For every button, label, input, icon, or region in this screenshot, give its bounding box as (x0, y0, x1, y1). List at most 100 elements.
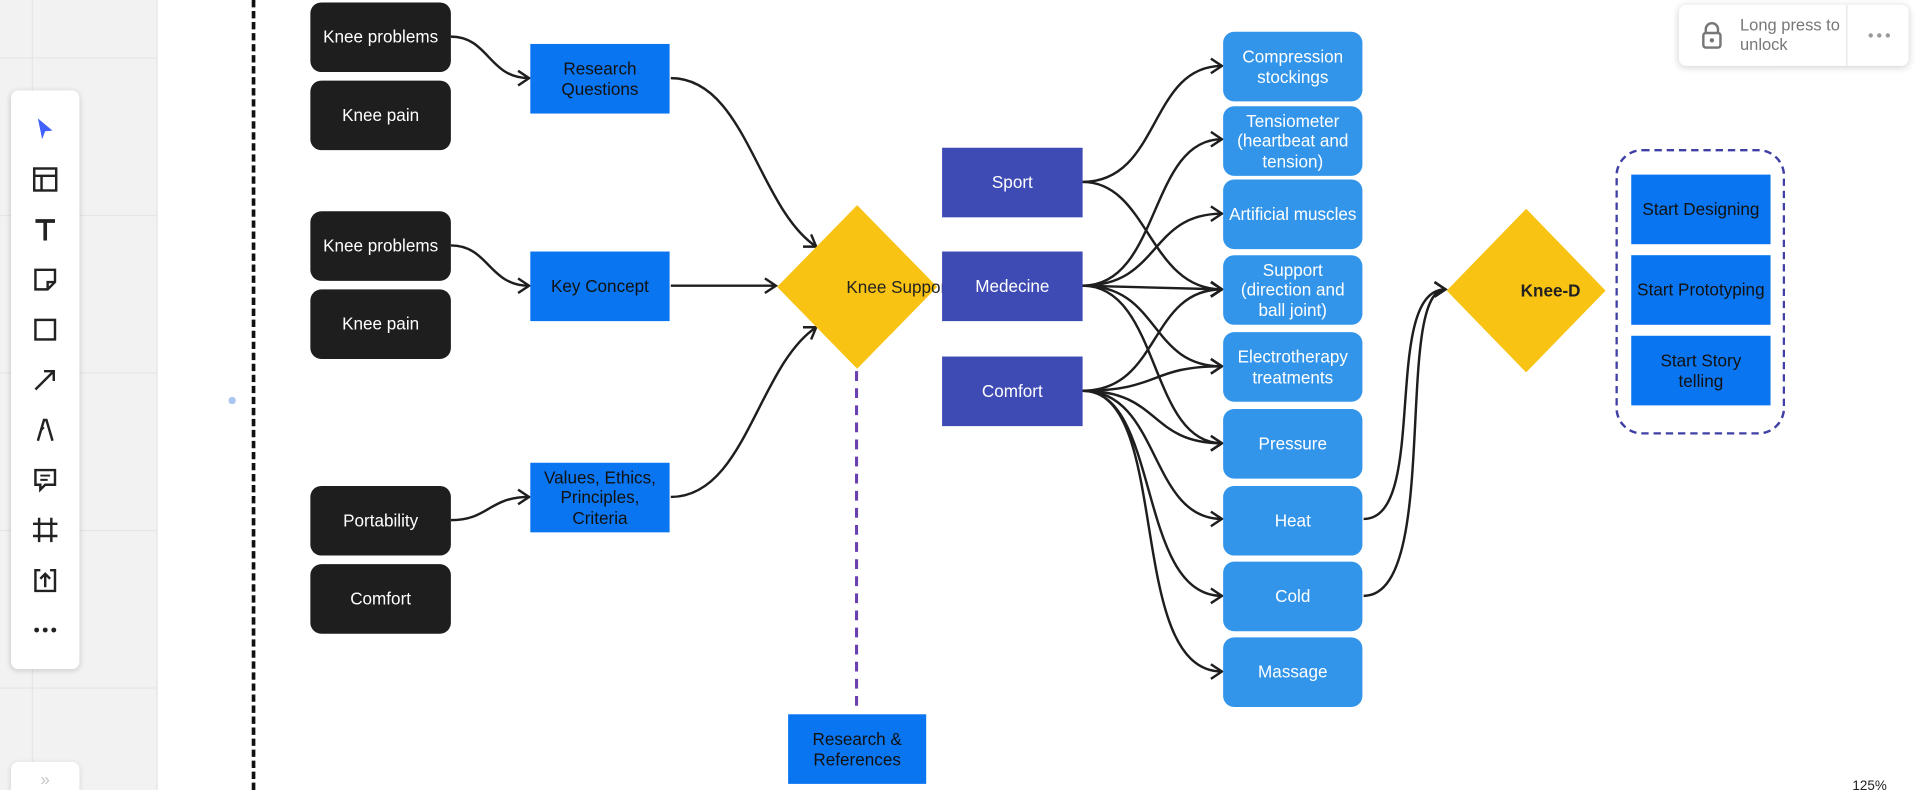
node-knee-pain-2[interactable]: Knee pain (310, 289, 451, 359)
more-dots-icon[interactable] (1867, 28, 1891, 43)
node-medecine[interactable]: Medecine (942, 251, 1083, 322)
connector-comfort-to-heat[interactable] (1082, 389, 1225, 528)
node-label: Portability (343, 510, 419, 531)
canvas-dot-marker (228, 396, 236, 405)
node-knee-problems-2[interactable]: Knee problems (310, 211, 451, 281)
more-dots-icon (34, 627, 57, 633)
node-key-concept[interactable]: Key Concept (530, 251, 670, 322)
node-label: Sport (991, 172, 1033, 193)
node-label: Cold (1275, 586, 1311, 606)
node-portability[interactable]: Portability (310, 485, 451, 556)
node-label: Research Questions (561, 58, 639, 99)
node-label: Pressure (1258, 433, 1328, 454)
node-start-designing[interactable]: Start Designing (1631, 174, 1771, 245)
node-label: Knee-D (1520, 280, 1581, 300)
node-knee-problems-1[interactable]: Knee problems (310, 2, 451, 73)
node-knee-pain-1[interactable]: Knee pain (310, 80, 451, 151)
node-start-prototyping[interactable]: Start Prototyping (1631, 255, 1771, 325)
node-heat[interactable]: Heat (1223, 485, 1363, 556)
connector-cold-to-knee-d[interactable] (1363, 281, 1448, 598)
node-tensiometer[interactable]: Tensiometer (heartbeat and tension) (1223, 106, 1363, 176)
arrow-line-icon (34, 369, 55, 391)
sticky-note-tool[interactable] (21, 259, 70, 301)
connector-medecine-to-electrotherapy[interactable] (1082, 284, 1225, 375)
toolbar-collapse-button[interactable]: » (10, 761, 80, 790)
node-cold[interactable]: Cold (1223, 561, 1363, 632)
node-label: Key Concept (550, 276, 649, 296)
node-values-ethics[interactable]: Values, Ethics, Principles, Criteria (530, 462, 670, 533)
more-tools[interactable] (21, 609, 70, 651)
connector-values-to-knee-support[interactable] (670, 326, 819, 499)
node-label: Knee pain (342, 105, 420, 125)
comment-tool[interactable] (21, 459, 70, 501)
node-label: Start Prototyping (1637, 279, 1765, 300)
upload-tool[interactable] (21, 559, 70, 601)
node-massage[interactable]: Massage (1223, 637, 1363, 707)
lock-icon (1702, 21, 1722, 49)
connector-knee-problems-to-key-concept[interactable] (450, 244, 532, 295)
zoom-level[interactable]: 125% (1852, 778, 1887, 790)
node-label: Massage (1258, 662, 1328, 682)
node-sport[interactable]: Sport (942, 147, 1083, 218)
node-compression-stockings[interactable]: Compression stockings (1223, 31, 1363, 102)
node-support[interactable]: Support (direction and ball joint) (1223, 255, 1363, 325)
lock-panel[interactable]: Long press to unlock (1678, 4, 1909, 66)
connector-comfort-to-pressure[interactable] (1082, 389, 1225, 452)
connector-medecine-to-artificial-muscles[interactable] (1082, 205, 1225, 287)
node-label: Comfort (350, 588, 412, 609)
node-pressure[interactable]: Pressure (1223, 409, 1363, 479)
connector-research-questions-to-knee-support[interactable] (670, 76, 819, 248)
connector-comfort-to-massage[interactable] (1082, 389, 1225, 680)
connector-comfort-to-electrotherapy[interactable] (1082, 357, 1225, 392)
node-label: Knee pain (342, 314, 420, 334)
node-label: Research & References (812, 728, 902, 769)
node-label: Knee Support (846, 276, 952, 297)
node-label: Knee problems (323, 235, 439, 256)
node-label: Start Designing (1642, 199, 1760, 219)
pen-tool[interactable] (21, 409, 70, 451)
node-label: Medecine (975, 276, 1050, 296)
node-electrotherapy[interactable]: Electrotherapy treatments (1223, 332, 1363, 402)
node-knee-support-diamond[interactable]: Knee Support (777, 205, 951, 369)
node-label: Electrotherapy treatments (1237, 346, 1348, 387)
connector-medecine-to-support[interactable] (1082, 280, 1225, 298)
collapse-chevron-icon: » (40, 769, 50, 789)
node-research-references[interactable]: Research & References (788, 714, 927, 784)
connector-portability-to-values[interactable] (450, 488, 532, 522)
grid-line (0, 57, 157, 59)
text-tool[interactable] (21, 209, 70, 251)
connector-comfort-to-cold[interactable] (1082, 389, 1225, 605)
select-tool[interactable] (21, 109, 70, 151)
pen-icon (36, 418, 54, 442)
diamond-shape (1446, 208, 1606, 373)
node-start-story-telling[interactable]: Start Story telling (1631, 335, 1771, 406)
node-label: Compression stockings (1242, 46, 1344, 87)
templates-tool[interactable] (21, 159, 70, 201)
node-comfort-indigo[interactable]: Comfort (942, 356, 1083, 427)
lock-hint-text: Long press to unlock (1739, 15, 1840, 54)
connector-sport-to-support[interactable] (1082, 180, 1225, 298)
node-label: Start Story telling (1660, 350, 1742, 391)
node-comfort-black[interactable]: Comfort (310, 564, 451, 634)
diamond-shape (777, 205, 938, 369)
frame-tool[interactable] (21, 509, 70, 551)
left-toolbar (10, 90, 80, 670)
connector-sport-to-compression[interactable] (1082, 57, 1225, 184)
node-artificial-muscles[interactable]: Artificial muscles (1223, 179, 1363, 250)
node-label: Heat (1274, 510, 1311, 531)
connector-comfort-to-support[interactable] (1082, 281, 1225, 392)
node-research-questions[interactable]: Research Questions (530, 43, 670, 114)
connection-line-tool[interactable] (21, 359, 70, 401)
node-label: Artificial muscles (1229, 204, 1357, 224)
shape-tool[interactable] (21, 309, 70, 351)
node-knee-d-diamond[interactable]: Knee-D (1446, 208, 1606, 373)
connector-medecine-to-pressure[interactable] (1082, 284, 1225, 452)
layout-icon (32, 167, 58, 192)
upload-icon (34, 568, 57, 593)
connector-knee-problems-to-research-questions[interactable] (450, 35, 532, 87)
connector-heat-to-knee-d[interactable] (1363, 281, 1448, 521)
connector-medecine-to-tensiometer[interactable] (1082, 130, 1225, 287)
start-actions-group[interactable] (1615, 148, 1786, 435)
